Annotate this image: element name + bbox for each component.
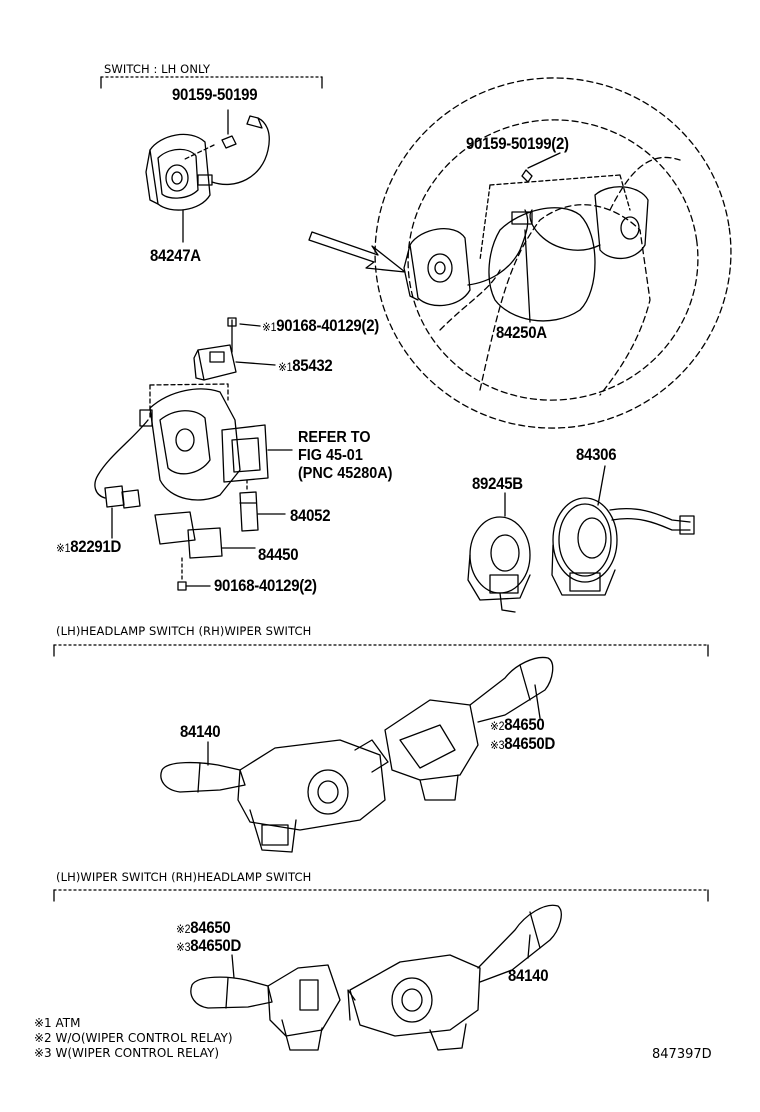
footnote-3: ※3 W(WIPER CONTROL RELAY): [34, 1046, 220, 1060]
steering-wheel: [374, 77, 732, 429]
part-label-84650-bottom[interactable]: ※284650: [176, 918, 231, 937]
spiral-cable-89245b: [467, 492, 531, 613]
refer-line-3: (PNC 45280A): [298, 465, 393, 482]
refer-line-1: REFER TO: [298, 429, 371, 446]
wheel-switch-84250a: [403, 169, 649, 323]
steering-wheel-hub: [488, 207, 596, 322]
section-title-lh-only: SWITCH : LH ONLY: [104, 62, 211, 76]
bracket-switch-lh-only: [100, 76, 323, 89]
part-label-84650d-top[interactable]: ※384650D: [490, 734, 556, 753]
part-label-82291d[interactable]: ※182291D: [56, 537, 122, 556]
part-label-90168-40129-top[interactable]: ※190168-40129(2): [262, 316, 379, 335]
footnote-mark: ※3: [490, 738, 505, 752]
refer-line-2[interactable]: FIG 45-01: [298, 447, 363, 464]
headlamp-switch-84140-bottom: [347, 904, 562, 1051]
part-label-84140-top[interactable]: 84140: [180, 722, 221, 741]
part-label-90159-50199[interactable]: 90159-50199: [172, 85, 258, 104]
combination-switch-body: [94, 317, 293, 591]
part-label-90168-40129-bottom[interactable]: 90168-40129(2): [214, 576, 317, 595]
section-title-lh-wiper-rh-headlamp: (LH)WIPER SWITCH (RH)HEADLAMP SWITCH: [56, 870, 312, 884]
part-label-84250a[interactable]: 84250A: [496, 323, 547, 342]
footnote-mark: ※1: [56, 541, 71, 555]
part-label-84247a[interactable]: 84247A: [150, 246, 201, 265]
footnote-mark: ※3: [176, 940, 191, 954]
footnote-2: ※2 W/O(WIPER CONTROL RELAY): [34, 1031, 233, 1045]
bracket-lh-wiper-rh-headlamp: [53, 889, 709, 902]
part-label-84140-bottom[interactable]: 84140: [508, 966, 549, 985]
footnote-1: ※1 ATM: [34, 1016, 81, 1030]
footnote-mark: ※2: [176, 922, 191, 936]
part-label-84052[interactable]: 84052: [290, 506, 331, 525]
part-label-84650d-bottom[interactable]: ※384650D: [176, 936, 242, 955]
footnote-mark: ※1: [262, 320, 277, 334]
footnote-mark: ※2: [490, 719, 505, 733]
footnote-mark: ※1: [278, 360, 293, 374]
part-label-90159-50199-2[interactable]: 90159-50199(2): [466, 134, 569, 153]
lh-switch-84247a: [145, 109, 270, 243]
pointer-arrow: [308, 231, 406, 273]
spiral-cable-84306: [551, 465, 695, 596]
wiper-switch-84650-bottom: [190, 954, 341, 1051]
headlamp-switch-84140-top: [160, 739, 389, 853]
part-label-84650-top[interactable]: ※284650: [490, 715, 545, 734]
section-title-lh-headlamp-rh-wiper: (LH)HEADLAMP SWITCH (RH)WIPER SWITCH: [56, 624, 312, 638]
wiper-switch-84650-top: [384, 656, 554, 801]
part-label-85432[interactable]: ※185432: [278, 356, 333, 375]
bracket-lh-headlamp-rh-wiper: [53, 644, 709, 657]
part-label-84450[interactable]: 84450: [258, 545, 299, 564]
figure-id: 847397D: [652, 1047, 712, 1062]
part-label-89245b[interactable]: 89245B: [472, 474, 523, 493]
part-label-84306[interactable]: 84306: [576, 445, 617, 464]
leader-lines: [239, 152, 561, 327]
